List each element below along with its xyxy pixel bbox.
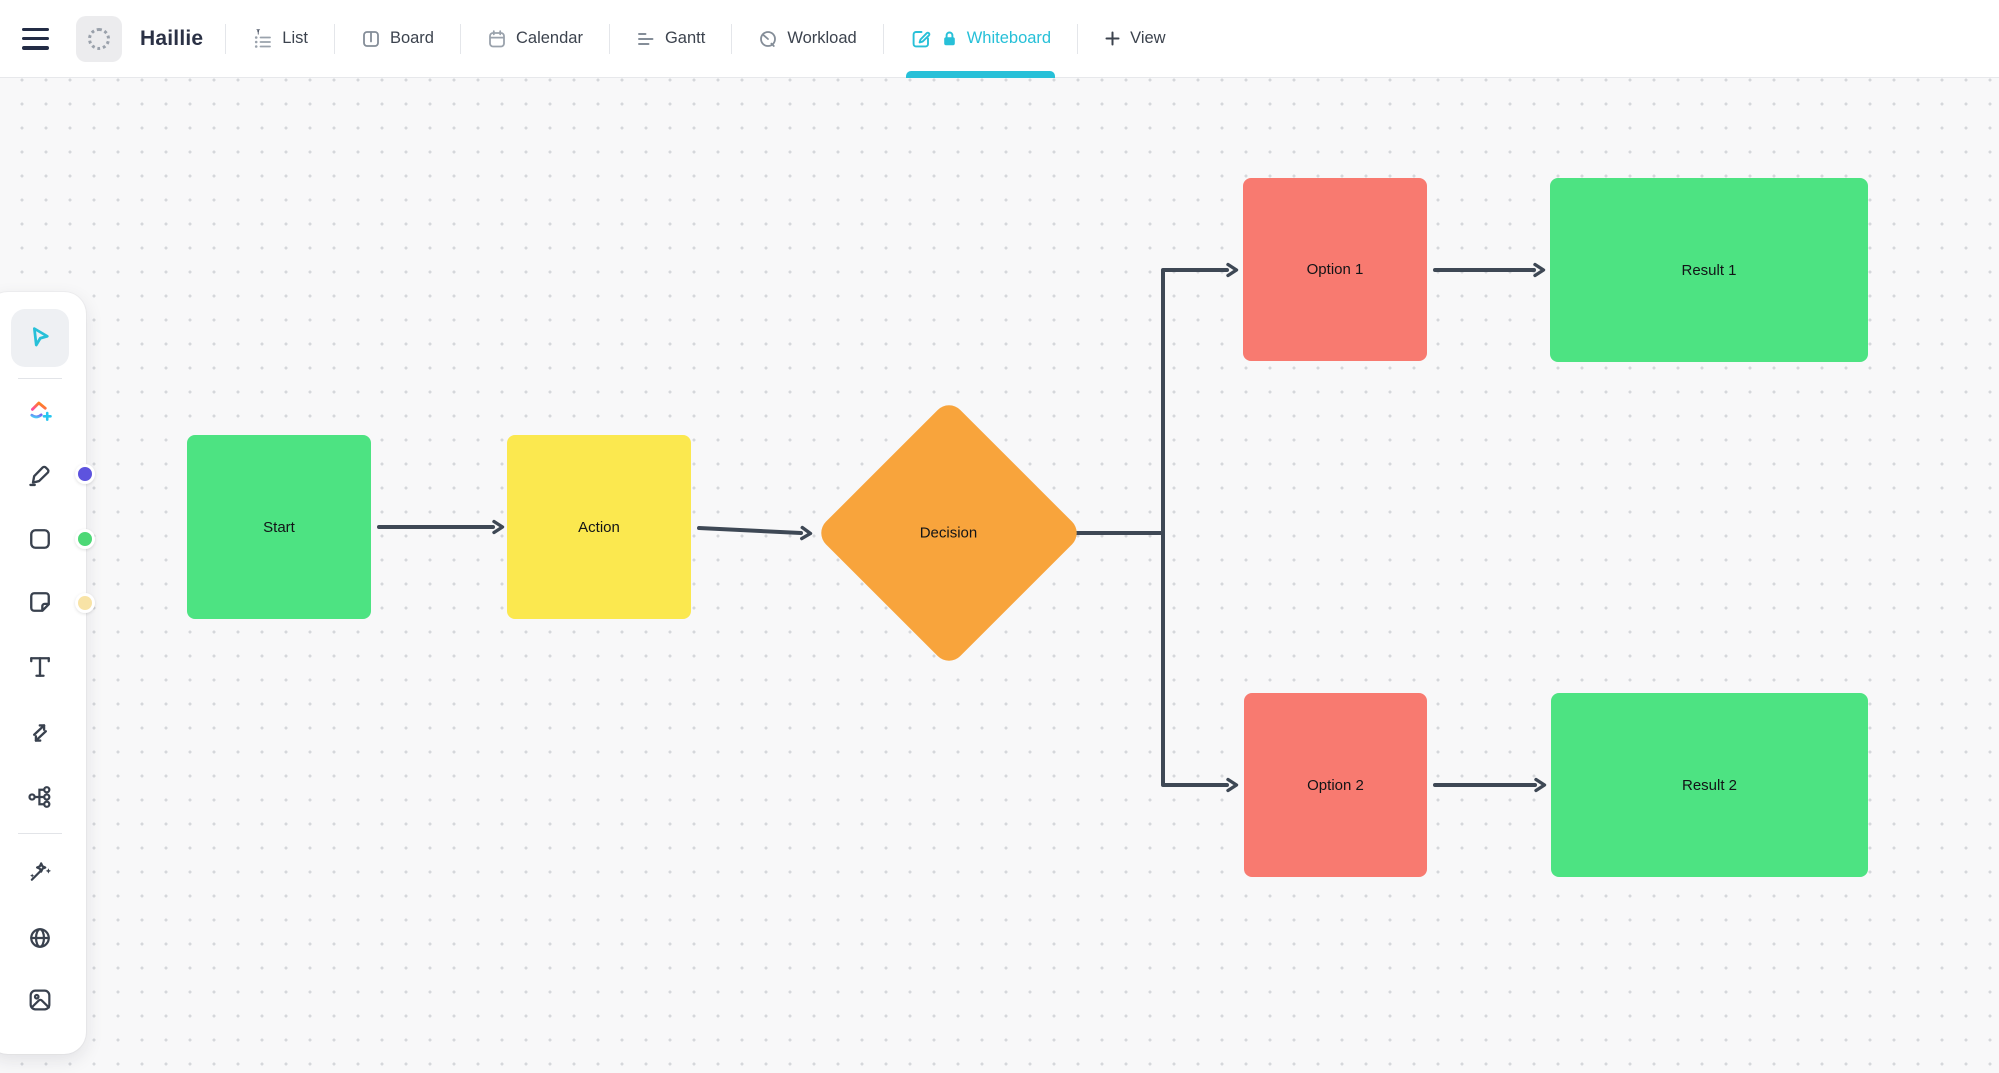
plus-icon [1105,31,1120,46]
shape-tool-button[interactable] [20,519,60,559]
divider [459,23,461,54]
node-label: Result 2 [1681,776,1738,794]
pin-icon [256,29,261,35]
flow-node-option1[interactable]: Option 1 [1243,178,1427,361]
shape-color-dot[interactable] [75,529,95,549]
flow-node-action[interactable]: Action [507,435,691,619]
tab-whiteboard[interactable]: Whiteboard [890,0,1071,78]
add-view-button[interactable]: View [1084,29,1185,48]
view-loading-icon[interactable] [76,15,122,62]
tab-label: Board [389,29,434,47]
globe-icon [30,928,50,948]
text-tool-button[interactable] [20,647,60,687]
tab-label: List [282,29,308,47]
workload-icon [760,30,777,47]
marker-icon [29,465,50,487]
connector-arrows-icon [33,724,47,742]
board-icon [363,30,379,47]
image-tool-button[interactable] [20,980,60,1020]
top-bar: Haillie List Board [0,0,1999,78]
tab-workload[interactable]: Workload [738,0,876,78]
marker-color-dot[interactable] [75,464,95,484]
ai-assist-tool-button[interactable] [20,851,60,891]
node-label: Decision [920,524,978,542]
tab-label: Calendar [515,29,583,47]
whiteboard-canvas[interactable]: Start Action Decision Option 1 Result 1 … [0,78,1999,1073]
marker-tool-button[interactable] [20,455,60,495]
templates-tool-button[interactable] [20,390,60,430]
rectangle-shape-icon [30,529,50,549]
node-label: Option 1 [1306,261,1364,278]
embed-web-tool-button[interactable] [20,918,60,958]
flow-node-start[interactable]: Start [187,435,371,619]
add-view-label: View [1130,29,1166,47]
toolbar-divider [18,378,62,379]
flow-connectors [377,262,1547,793]
lock-icon [943,31,955,46]
whiteboard-toolbar [0,292,86,1054]
node-label: Action [578,518,620,536]
tab-calendar[interactable]: Calendar [467,0,603,78]
text-icon [30,657,50,677]
divider [608,23,610,54]
gantt-icon [638,32,654,45]
divider [882,23,884,54]
magic-wand-icon [30,862,52,881]
spinner-icon [88,27,110,50]
connector-tool-button[interactable] [20,713,60,753]
tab-label: Workload [787,29,857,47]
tab-label: Gantt [664,29,706,47]
sticky-note-tool-button[interactable] [20,582,60,622]
divider [1077,23,1079,54]
tab-board[interactable]: Board [341,0,454,78]
whiteboard-icon [912,30,931,47]
image-icon [29,989,51,1011]
sticky-note-color-dot[interactable] [75,593,95,613]
divider [731,23,733,54]
tab-label: Whiteboard [966,29,1052,47]
sticky-note-icon [30,592,50,612]
toolbar-divider [18,833,62,834]
page-title[interactable]: Haillie [140,26,204,50]
flow-node-option2[interactable]: Option 2 [1244,693,1427,877]
divider [333,23,335,54]
tab-list[interactable]: List [232,0,328,78]
mind-map-icon [28,786,51,808]
tab-gantt[interactable]: Gantt [616,0,725,78]
divider [225,23,227,54]
hamburger-menu-icon[interactable] [22,27,50,50]
node-label: Start [263,518,295,536]
select-tool-button[interactable] [11,309,69,367]
flow-node-result1[interactable]: Result 1 [1550,178,1868,362]
list-icon [255,29,272,48]
node-label: Option 2 [1307,776,1364,794]
cursor-icon [33,327,49,347]
node-label: Result 1 [1681,261,1737,279]
templates-cards-icon [30,401,52,421]
flow-node-result2[interactable]: Result 2 [1551,693,1868,877]
mind-map-tool-button[interactable] [20,777,60,817]
calendar-icon [489,29,505,47]
